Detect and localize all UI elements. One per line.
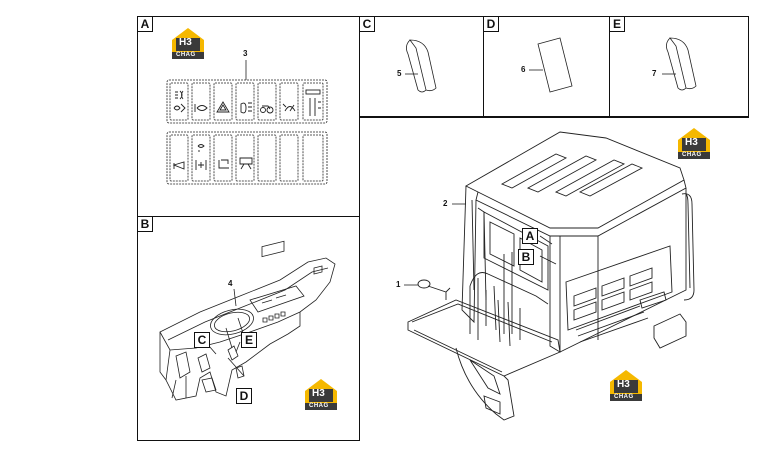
logo-sub: CHAG: [614, 394, 634, 400]
logo-sub: CHAG: [309, 403, 329, 409]
brand-logo-panel-a: H3 CHAG: [170, 26, 206, 60]
logo-mark: H3: [685, 137, 698, 148]
callout-1: 1: [396, 280, 401, 289]
callout-3: 3: [243, 49, 248, 58]
logo-sub: CHAG: [176, 52, 196, 58]
logo-mark: H3: [312, 388, 325, 399]
switch-decal-bottom: [166, 131, 328, 185]
panel-e: E: [609, 16, 749, 117]
dashboard-illustration: [159, 240, 336, 401]
callout-4: 4: [228, 279, 233, 288]
panel-c: C: [359, 16, 484, 117]
decal-sheet-5: [405, 39, 437, 93]
decal-sheet-6: [529, 37, 573, 93]
panel-d-tag: D: [483, 16, 499, 32]
callout-6: 6: [521, 65, 526, 74]
detail-marker-b[interactable]: B: [518, 249, 534, 265]
switch-decal-top: [166, 79, 328, 124]
detail-marker-e[interactable]: E: [241, 332, 257, 348]
logo-mark: H3: [617, 379, 630, 390]
panel-a-tag: A: [137, 16, 153, 32]
brand-logo-cab-bottom: H3 CHAG: [608, 368, 644, 402]
brand-logo-cab-top: H3 CHAG: [676, 126, 712, 160]
decal-sheet-7: [662, 37, 697, 91]
detail-marker-c[interactable]: C: [194, 332, 210, 348]
callout-2: 2: [443, 199, 448, 208]
cab-illustration: [407, 131, 695, 421]
detail-marker-a[interactable]: A: [522, 228, 538, 244]
callout-5: 5: [397, 69, 402, 78]
callout-7: 7: [652, 69, 657, 78]
logo-sub: CHAG: [682, 152, 702, 158]
brand-logo-panel-b: H3 CHAG: [303, 377, 339, 411]
panel-d: D: [483, 16, 610, 117]
detail-marker-d[interactable]: D: [236, 388, 252, 404]
panel-e-tag: E: [609, 16, 625, 32]
frame-divider: [359, 116, 749, 118]
panel-c-tag: C: [359, 16, 375, 32]
panel-b-tag: B: [137, 216, 153, 232]
logo-mark: H3: [179, 37, 192, 48]
